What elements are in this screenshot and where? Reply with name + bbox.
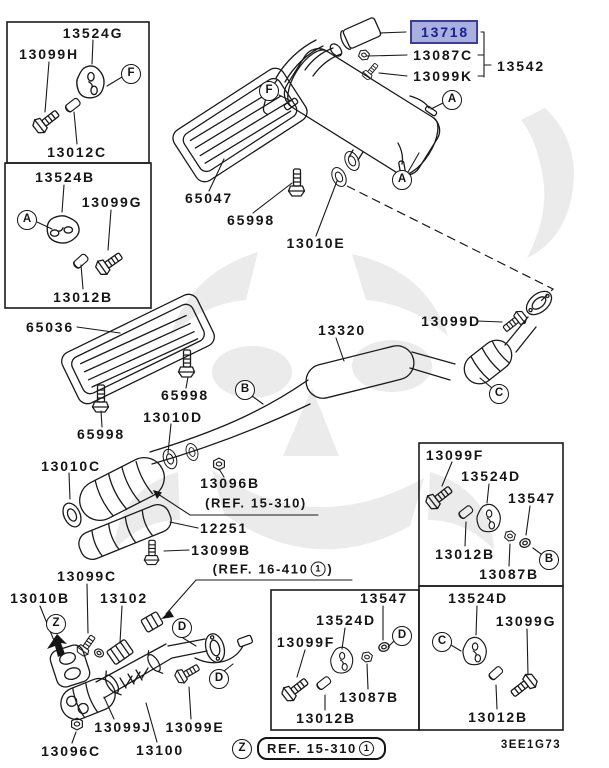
heat-shield-65047	[172, 67, 308, 183]
leader-lines	[36, 31, 542, 744]
callout-c: C	[432, 632, 452, 652]
callout-a: A	[392, 170, 412, 190]
part-label-13524D[interactable]: 13524D	[316, 612, 376, 628]
part-label-65998[interactable]: 65998	[227, 212, 275, 228]
center-pipe-13320	[149, 286, 557, 472]
alignment-dashed-line	[346, 185, 555, 302]
ref-note[interactable]: (REF. 15-310)	[205, 497, 307, 510]
ref-link-text: REF. 15-310	[267, 741, 357, 756]
callout-a: A	[442, 90, 462, 110]
part-label-13012B[interactable]: 13012B	[296, 710, 356, 726]
part-label-13320[interactable]: 13320	[318, 322, 366, 338]
part-label-13010C[interactable]: 13010C	[41, 458, 101, 474]
callout-d: D	[172, 618, 192, 638]
callout-b: B	[235, 380, 255, 400]
center-catalyst	[58, 457, 225, 566]
part-label-13547[interactable]: 13547	[360, 590, 408, 606]
part-label-13718[interactable]: 13718	[410, 20, 478, 44]
part-label-13096C[interactable]: 13096C	[41, 743, 101, 759]
part-label-13087C[interactable]: 13087C	[413, 47, 473, 63]
callout-z: Z	[232, 738, 252, 759]
part-label-13099B[interactable]: 13099B	[191, 542, 251, 558]
part-label-13542[interactable]: 13542	[497, 58, 545, 74]
part-label-13012B[interactable]: 13012B	[53, 289, 113, 305]
callout-d: D	[209, 669, 229, 689]
part-label-13524G[interactable]: 13524G	[62, 25, 124, 41]
ref-note-text: (REF. 15-310)	[205, 495, 307, 511]
circled-number: 1	[358, 741, 374, 756]
part-label-13012B[interactable]: 13012B	[435, 546, 495, 562]
part-label-13010B[interactable]: 13010B	[10, 590, 70, 606]
callout-c: C	[489, 384, 509, 404]
part-label-13099J[interactable]: 13099J	[94, 719, 152, 735]
heat-shield-65036	[61, 293, 215, 405]
part-label-13012B[interactable]: 13012B	[468, 709, 528, 725]
part-label-65047[interactable]: 65047	[185, 190, 233, 206]
part-label-13099C[interactable]: 13099C	[57, 568, 117, 584]
callout-f: F	[259, 81, 279, 101]
part-label-13099H[interactable]: 13099H	[19, 46, 79, 62]
ref-note-text: )	[327, 561, 334, 577]
part-label-13099F[interactable]: 13099F	[276, 634, 336, 650]
box1-parts	[30, 65, 105, 137]
part-label-13087B[interactable]: 13087B	[479, 566, 539, 582]
diagram-code: 3EE1G73	[500, 739, 562, 751]
callout-b: B	[539, 550, 559, 570]
part-label-13096B[interactable]: 13096B	[200, 475, 260, 491]
part-label-13102[interactable]: 13102	[100, 590, 148, 606]
part-label-13524D[interactable]: 13524D	[461, 468, 521, 484]
part-label-13010E[interactable]: 13010E	[286, 235, 346, 251]
part-label-13099D[interactable]: 13099D	[421, 313, 481, 329]
callout-z: Z	[46, 614, 66, 634]
part-label-13099G[interactable]: 13099G	[495, 613, 557, 629]
part-label-13087B[interactable]: 13087B	[339, 689, 399, 705]
part-label-13099K[interactable]: 13099K	[413, 68, 473, 84]
circled-number: 1	[310, 561, 326, 577]
part-label-13524B[interactable]: 13524B	[35, 169, 95, 185]
part-label-65998[interactable]: 65998	[77, 426, 125, 442]
part-label-13010D[interactable]: 13010D	[143, 409, 203, 425]
part-label-13012C[interactable]: 13012C	[47, 144, 107, 160]
ref-note-text: (REF. 16-410	[212, 561, 309, 577]
part-label-13099E[interactable]: 13099E	[165, 719, 225, 735]
part-label-65036[interactable]: 65036	[26, 319, 74, 335]
box2-parts	[46, 215, 126, 278]
callout-f: F	[121, 64, 141, 84]
part-label-13099F[interactable]: 13099F	[425, 447, 485, 463]
part-label-65998[interactable]: 65998	[161, 387, 209, 403]
muffler-assembly	[262, 17, 441, 190]
part-label-13100[interactable]: 13100	[136, 742, 184, 758]
part-label-13524D[interactable]: 13524D	[448, 590, 508, 606]
part-label-13547[interactable]: 13547	[508, 490, 556, 506]
callout-a: A	[17, 210, 37, 230]
front-pipe-assembly	[47, 611, 254, 731]
part-label-12251[interactable]: 12251	[200, 520, 248, 536]
detail-boxes	[4, 21, 564, 731]
part-label-13099G[interactable]: 13099G	[81, 194, 143, 210]
callout-d: D	[392, 626, 412, 646]
